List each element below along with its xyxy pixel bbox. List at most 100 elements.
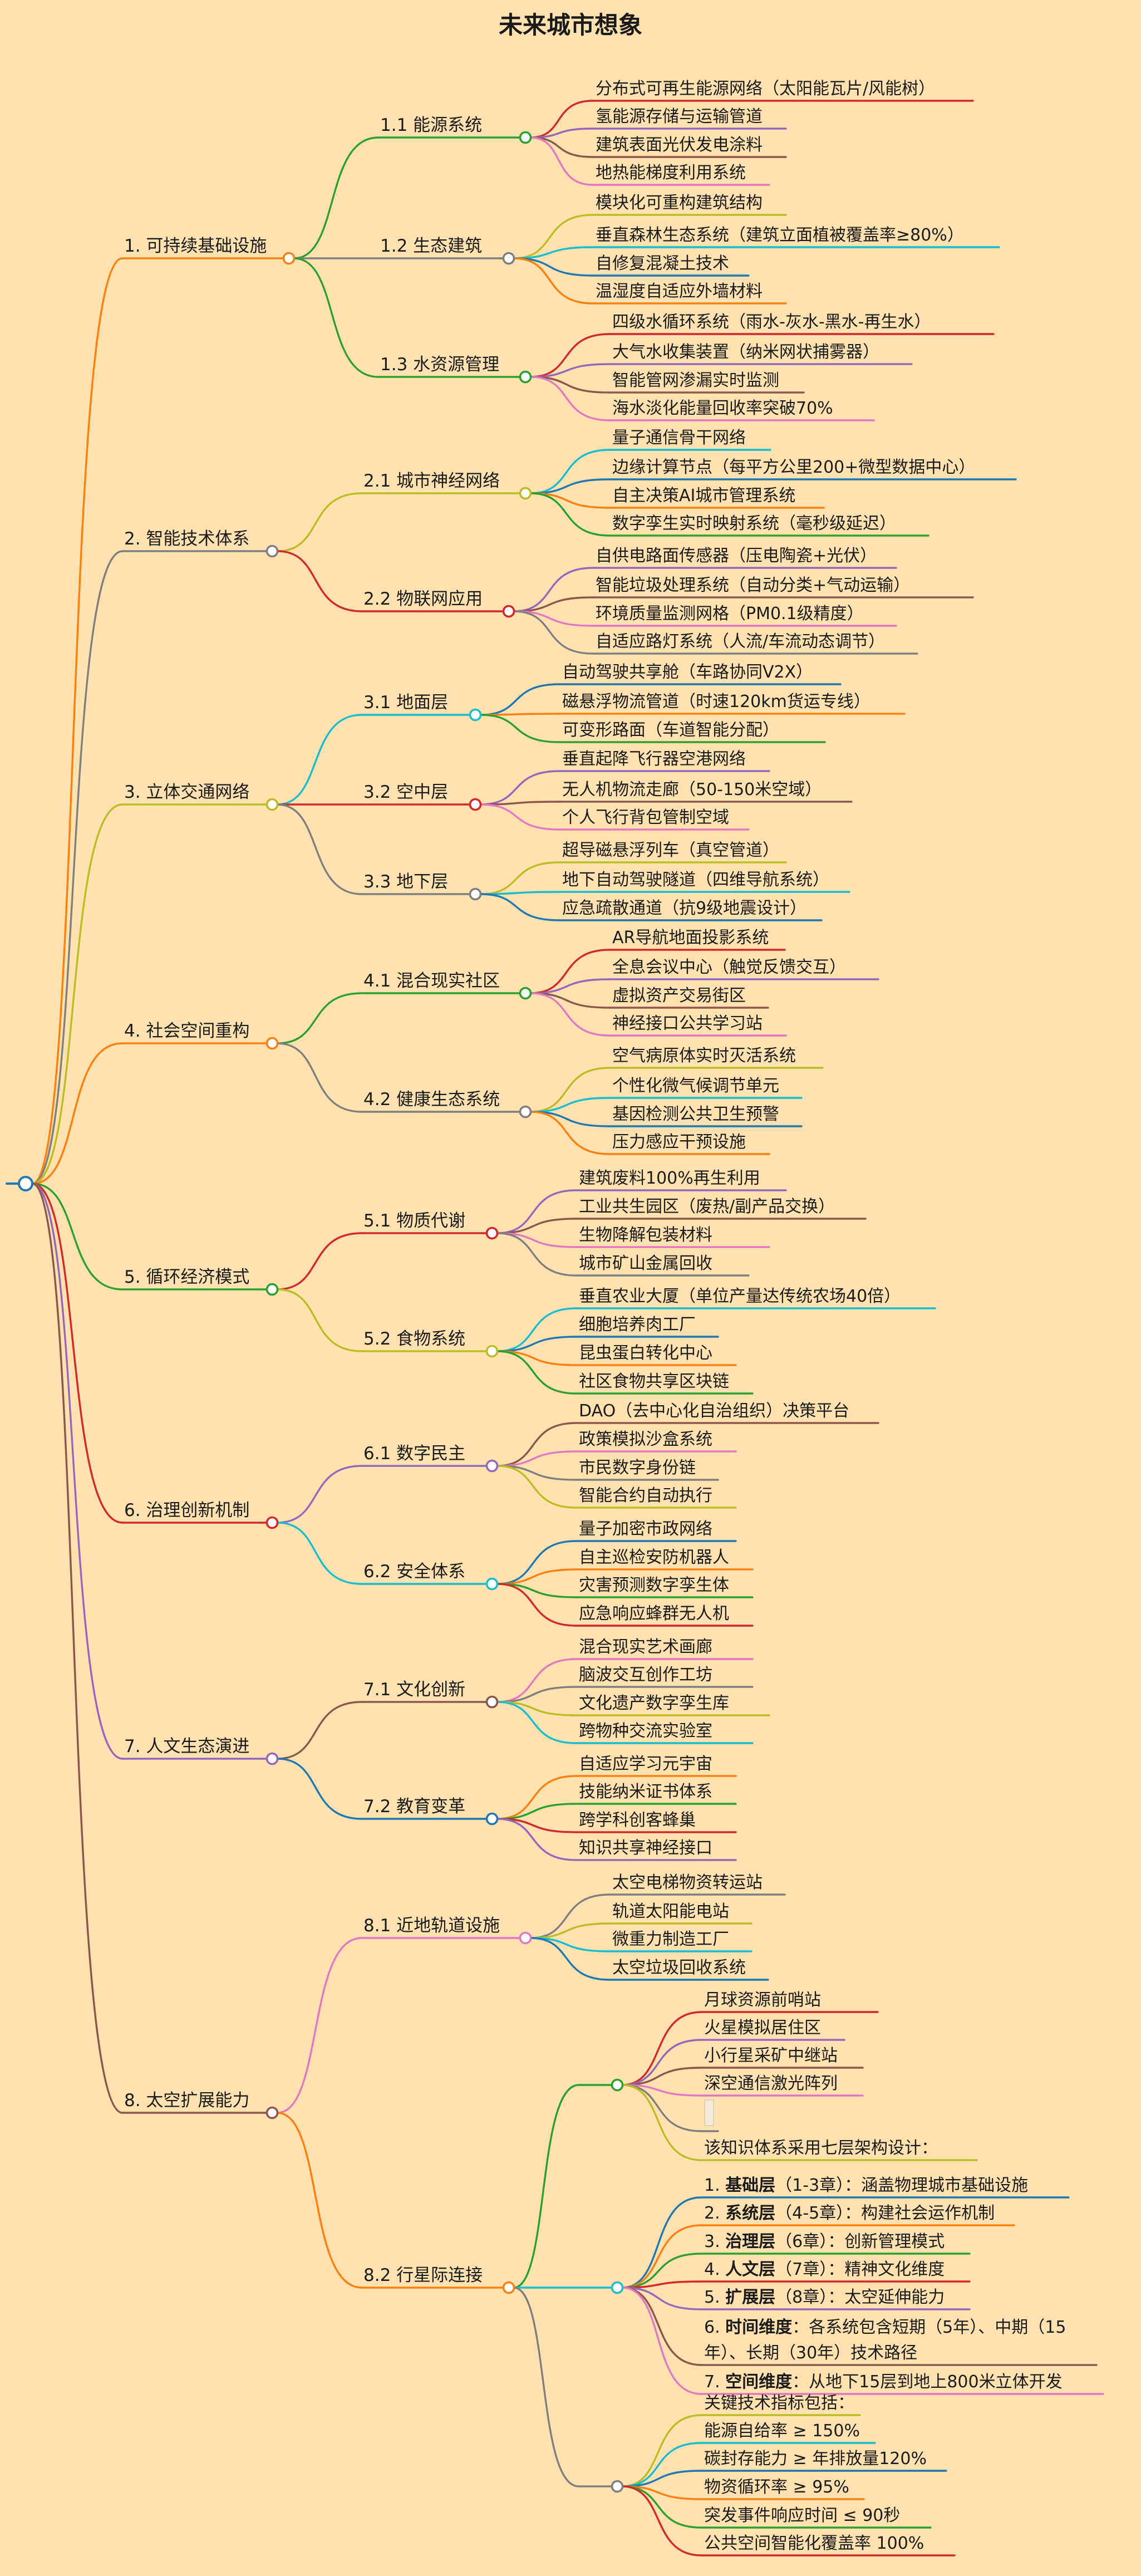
node-label-n3_3_1: 超导磁悬浮列车（真空管道） — [562, 841, 779, 860]
node-label-n4_1_3: 虚拟资产交易街区 — [612, 986, 746, 1005]
node-dot-n6_1[interactable] — [485, 1459, 499, 1473]
node-label-n3: 3. 立体交通网络 — [124, 782, 249, 802]
connector-n1 — [31, 257, 124, 1185]
connector-g2_3 — [621, 2253, 702, 2289]
connector-n7_1_2 — [496, 1686, 577, 1703]
node-prefix: 3. — [704, 2232, 725, 2251]
node-dot-n3_2[interactable] — [469, 798, 482, 811]
connector-n5_2_2 — [496, 1336, 577, 1352]
connector-n8_1_4 — [529, 1937, 611, 1981]
node-label-n6_1: 6.1 数字民主 — [363, 1444, 465, 1464]
connector-n3_1 — [276, 714, 363, 806]
node-dot-n3_1[interactable] — [469, 708, 482, 722]
connector-n7 — [31, 1182, 124, 1760]
node-dot-n1_2[interactable] — [502, 252, 515, 265]
node-label-n5_1_3: 生物降解包装材料 — [579, 1225, 712, 1245]
node-dot-g1[interactable] — [611, 2078, 624, 2092]
image-placeholder-icon — [704, 2099, 714, 2126]
node-label-n4: 4. 社会空间重构 — [124, 1021, 249, 1041]
node-dot-n2_1[interactable] — [519, 487, 532, 500]
connector-n6_1 — [276, 1465, 363, 1524]
node-rest: （1-3章）：涵盖物理城市基础设施 — [775, 2176, 1028, 2195]
node-label-n4_1_2: 全息会议中心（触觉反馈交互） — [612, 958, 846, 977]
node-rest-line2: 年）、长期（30年）技术路径 — [704, 2343, 917, 2363]
node-label-n4_2_1: 空气病原体实时灭活系统 — [612, 1046, 796, 1066]
root-node-dot[interactable] — [18, 1176, 33, 1191]
connector-n6_1_2 — [496, 1450, 577, 1467]
node-label-n2_2_4: 自适应路灯系统（人流/车流动态调节） — [596, 632, 885, 651]
node-label-n2_1: 2.1 城市神经网络 — [363, 471, 500, 491]
node-dot-n1[interactable] — [282, 252, 296, 265]
node-dot-n5_2[interactable] — [485, 1345, 499, 1358]
node-dot-n7_1[interactable] — [485, 1695, 499, 1709]
node-bold-term: 扩展层 — [725, 2288, 775, 2307]
connector-n7_1_4 — [496, 1701, 577, 1744]
node-dot-n8_2[interactable] — [502, 2281, 515, 2294]
node-dot-n2_2[interactable] — [502, 605, 515, 618]
node-label-n3_1_3: 可变形路面（车道智能分配） — [562, 720, 779, 740]
node-dot-n8_1[interactable] — [519, 1931, 532, 1945]
node-dot-n6_2[interactable] — [485, 1577, 499, 1591]
connector-n4_1_4 — [529, 992, 611, 1037]
node-label-n3_3_3: 应急疏散通道（抗9级地震设计） — [562, 899, 806, 918]
node-label-n5_1_1: 建筑废料100%再生利用 — [579, 1169, 760, 1188]
node-dot-n4_2[interactable] — [519, 1105, 532, 1118]
connector-g1_6 — [621, 2084, 702, 2161]
node-dot-n3[interactable] — [265, 798, 279, 811]
connector-n6_2_4 — [496, 1583, 577, 1627]
connector-n3_3 — [276, 803, 363, 895]
node-label-g3_4: 物资循环率 ≥ 95% — [704, 2477, 849, 2497]
node-bold-term: 系统层 — [725, 2204, 775, 2223]
connector-n5_1_4 — [496, 1232, 577, 1277]
node-label-n5: 5. 循环经济模式 — [124, 1267, 249, 1287]
connector-n2_2_4 — [513, 610, 594, 655]
node-dot-g3[interactable] — [611, 2480, 624, 2493]
connector-g3_2 — [621, 2442, 702, 2487]
node-dot-n1_3[interactable] — [519, 370, 532, 384]
connector-n7_2_3 — [496, 1818, 577, 1833]
connector-n5_1_1 — [496, 1189, 577, 1234]
node-dot-n7_2[interactable] — [485, 1812, 499, 1826]
node-dot-n4[interactable] — [265, 1037, 279, 1050]
connector-n6_2_1 — [496, 1540, 577, 1585]
node-dot-n8[interactable] — [265, 2106, 279, 2119]
connector-n4_1_3 — [529, 992, 611, 1009]
node-dot-n4_1[interactable] — [519, 987, 532, 1000]
node-label-n3_1_2: 磁悬浮物流管道（时速120km货运专线） — [562, 692, 870, 712]
node-prefix: 1. — [704, 2176, 725, 2195]
connector-n5_2_4 — [496, 1350, 577, 1395]
connector-n6_1_3 — [496, 1465, 577, 1481]
node-label-g3_1: 关键技术指标包括： — [704, 2393, 854, 2413]
node-dot-n5_1[interactable] — [485, 1226, 499, 1240]
node-label-n6_1_1: DAO（去中心化自治组织）决策平台 — [579, 1401, 849, 1421]
node-label-n6_1_2: 政策模拟沙盒系统 — [579, 1430, 712, 1449]
connector-n2_1_1 — [529, 449, 611, 494]
connector-n7_2_4 — [496, 1818, 577, 1861]
node-dot-n7[interactable] — [265, 1752, 279, 1765]
connector-n1_1_2 — [529, 127, 594, 139]
node-label-g2_4: 4. 人文层（7章）：精神文化维度 — [704, 2260, 945, 2279]
node-dot-n2[interactable] — [265, 544, 279, 558]
connector-n4_2 — [276, 1042, 363, 1113]
node-dot-n5[interactable] — [265, 1283, 279, 1296]
connector-g1_4 — [621, 2084, 702, 2097]
node-dot-n6[interactable] — [265, 1516, 279, 1529]
node-label-n4_1: 4.1 混合现实社区 — [363, 971, 500, 991]
node-bold-term: 基础层 — [725, 2176, 775, 2195]
connector-n1_1 — [293, 136, 380, 259]
node-label-n3_2: 3.2 空中层 — [363, 782, 448, 802]
node-label-n7_2_2: 技能纳米证书体系 — [579, 1782, 712, 1802]
connector-n1_2_4 — [513, 257, 594, 305]
connector-g1_1 — [621, 2011, 702, 2086]
node-prefix: 7. — [704, 2372, 725, 2392]
node-dot-n3_3[interactable] — [469, 887, 482, 901]
node-dot-g2[interactable] — [611, 2281, 624, 2294]
connector-g1 — [513, 2084, 580, 2289]
connector-lines — [31, 100, 702, 2557]
node-label-g1_3: 小行星采矿中继站 — [704, 2046, 838, 2065]
node-dot-n1_1[interactable] — [519, 131, 532, 144]
node-label-n1_2_2: 垂直森林生态系统（建筑立面植被覆盖率≥80%） — [596, 225, 964, 245]
connector-n5_1 — [276, 1232, 363, 1291]
node-prefix: 6. — [704, 2318, 725, 2337]
connector-n1_2_2 — [513, 246, 594, 259]
